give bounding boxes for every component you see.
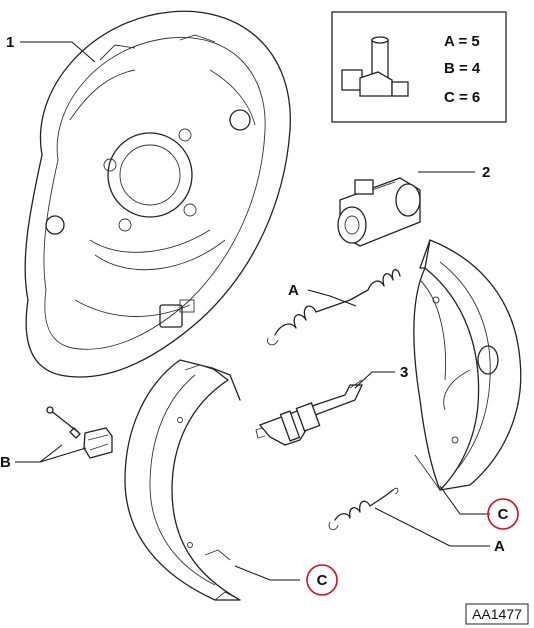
kit-pictogram-icon <box>341 36 409 97</box>
brake-shoe-right <box>413 239 522 491</box>
callout-a-upper: A <box>288 282 299 299</box>
callout-a-lower: A <box>494 538 505 555</box>
quantity-legend: A = 5 B = 4 C = 6 <box>331 11 507 123</box>
return-spring-upper <box>267 269 401 346</box>
legend-row-a: A = 5 <box>444 33 480 50</box>
callout-c-lower-label: C <box>317 572 328 589</box>
hold-down-kit <box>46 406 113 459</box>
wheel-cylinder <box>337 177 421 247</box>
adjuster-strut <box>255 379 364 446</box>
drawing-code-box: AA1477 <box>465 603 529 625</box>
legend-row-c: C = 6 <box>444 89 480 106</box>
callout-1: 1 <box>6 34 14 51</box>
drawing-code: AA1477 <box>472 606 522 622</box>
legend-row-b: B = 4 <box>444 60 481 77</box>
callout-b: B <box>0 454 11 471</box>
backing-plate <box>24 10 291 378</box>
return-spring-lower <box>328 487 399 531</box>
callout-c-right: C <box>487 498 519 530</box>
callout-2: 2 <box>482 164 490 181</box>
callout-c-lower: C <box>306 564 338 596</box>
brake-shoe-lower <box>124 359 241 601</box>
callout-3: 3 <box>400 364 408 381</box>
callout-c-right-label: C <box>498 506 509 523</box>
